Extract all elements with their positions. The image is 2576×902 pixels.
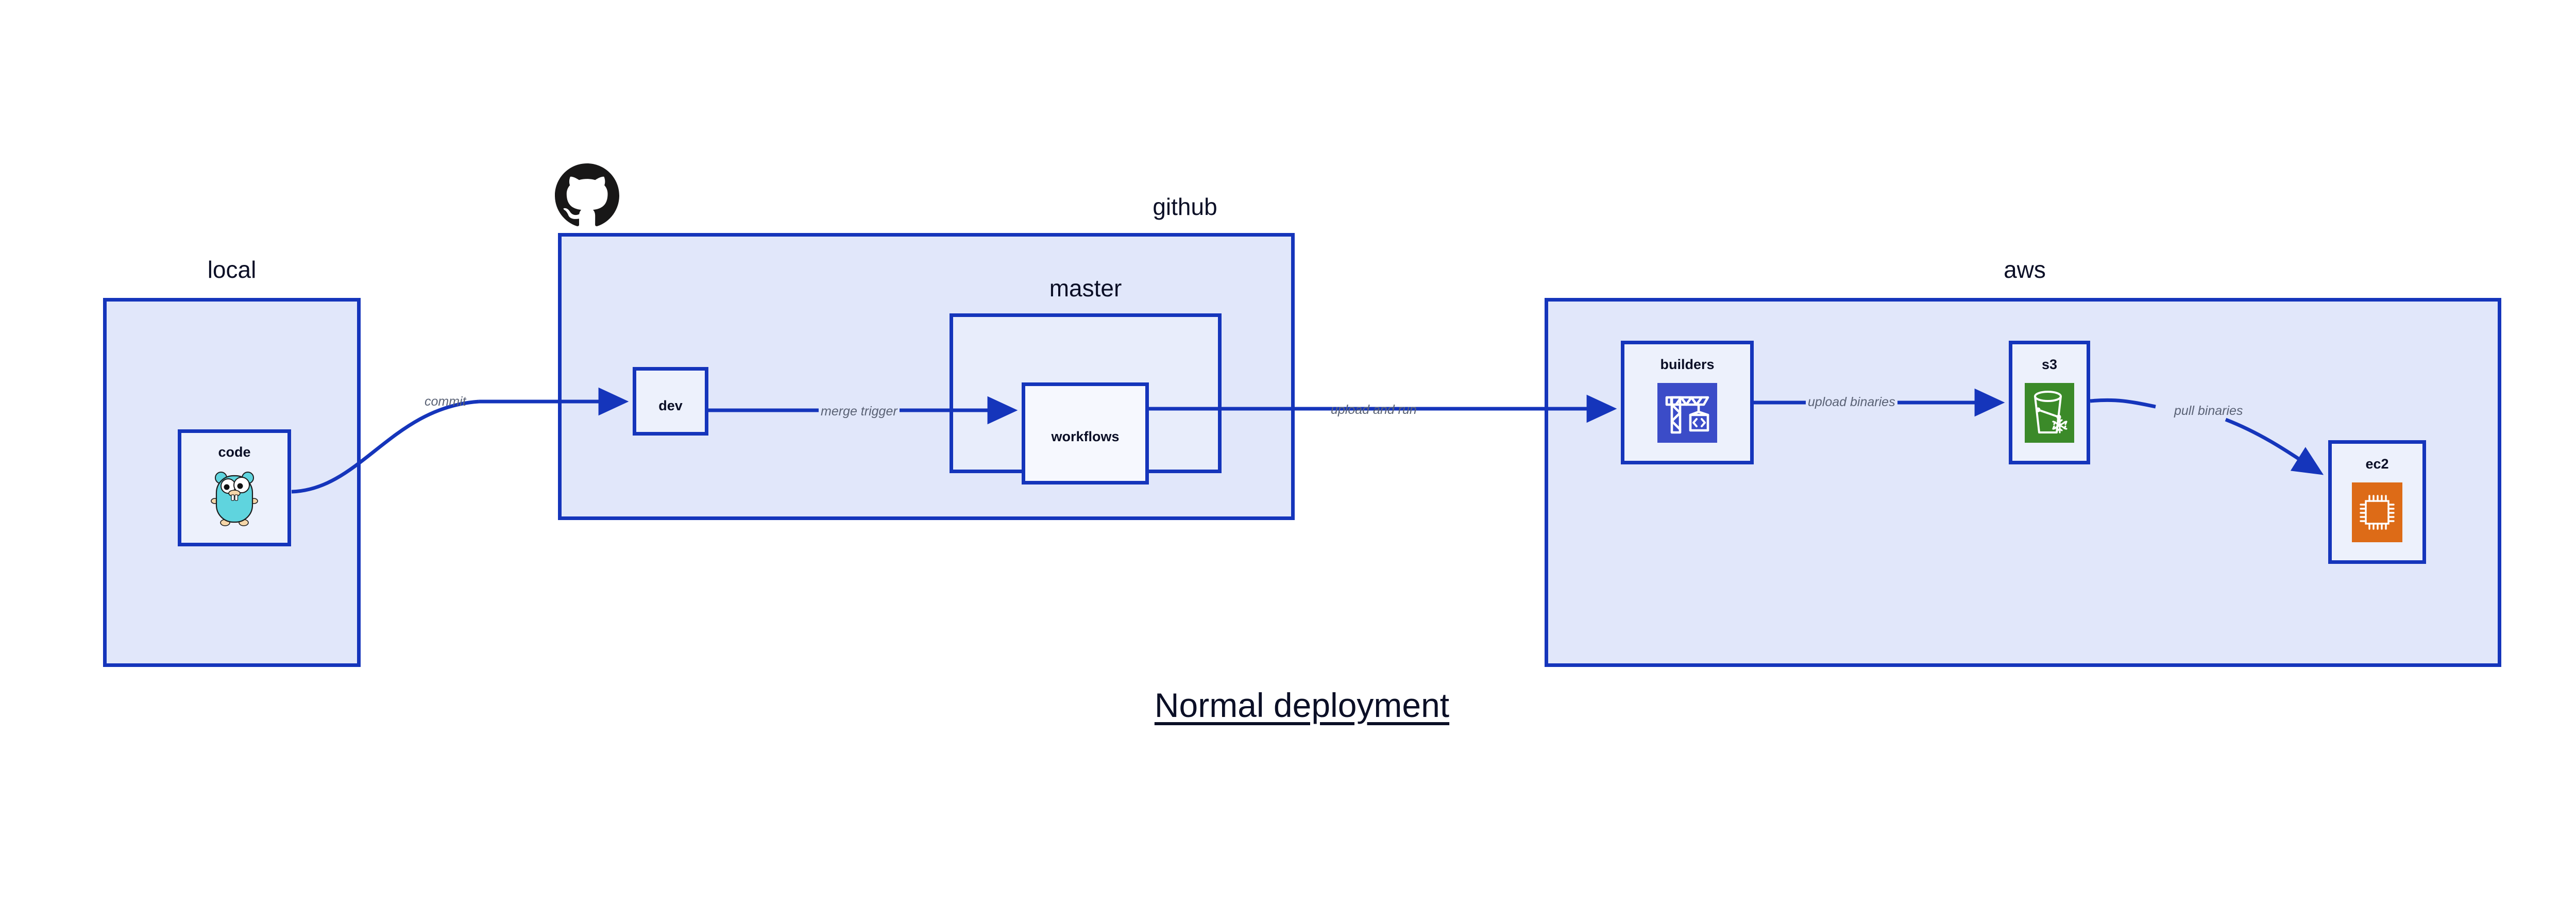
node-dev[interactable]: dev (633, 367, 708, 436)
node-s3[interactable]: s3 (2009, 341, 2090, 464)
node-code[interactable]: code (178, 429, 291, 546)
group-label-github: github (1153, 193, 1217, 220)
node-label-s3: s3 (2041, 357, 2058, 372)
diagram-title: Normal deployment (1154, 686, 1450, 724)
node-label-builders: builders (1660, 357, 1715, 372)
group-label-aws: aws (2004, 256, 2046, 283)
group-label-local: local (207, 256, 257, 283)
edge-label-upload-binaries: upload binaries (1806, 396, 1897, 409)
node-builders[interactable]: builders (1621, 341, 1754, 464)
node-label-workflows: workflows (1051, 429, 1120, 444)
crane-code-icon (1657, 383, 1717, 443)
edge-label-merge-trigger: merge trigger (819, 405, 900, 418)
node-ec2[interactable]: ec2 (2328, 440, 2426, 564)
go-gopher-icon (211, 469, 258, 527)
group-label-master: master (1049, 275, 1122, 302)
edge-label-upload-and-run: upload and run (1331, 403, 1417, 417)
s3-bucket-icon (2025, 383, 2074, 443)
node-label-code: code (218, 444, 251, 460)
node-label-dev: dev (658, 398, 683, 413)
node-label-ec2: ec2 (2365, 456, 2389, 472)
node-workflows[interactable]: workflows (1022, 382, 1149, 485)
edge-label-pull-binaries: pull binaries (2174, 404, 2243, 418)
edge-label-commit: commit (425, 394, 466, 409)
github-octocat-icon (555, 163, 619, 228)
ec2-chip-icon (2352, 482, 2402, 542)
